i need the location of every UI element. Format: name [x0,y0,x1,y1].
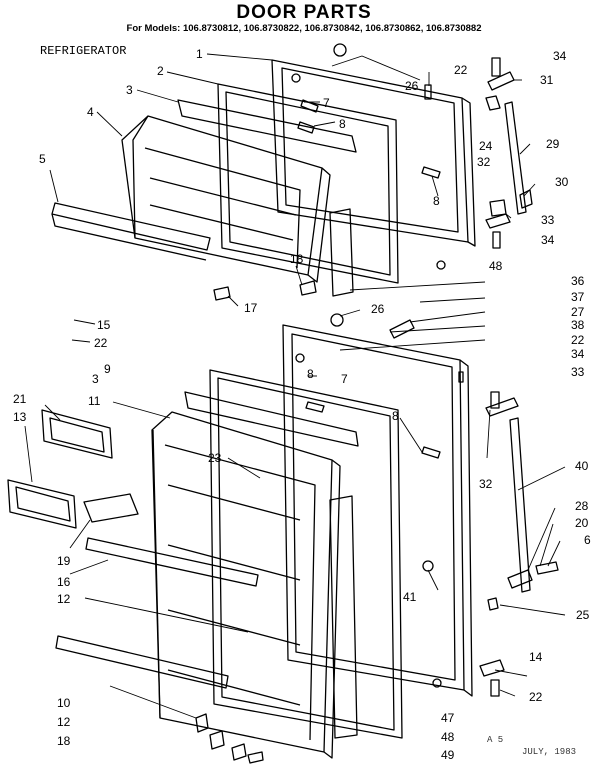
freezer-outer-door-panel [271,59,476,247]
callout-label: 4 [87,105,94,119]
callout-label: 27 [571,305,585,319]
callout-label: 15 [97,318,111,332]
callout-label: 16 [57,575,71,589]
callout-label: 40 [575,459,589,473]
callout-label: 26 [405,79,419,93]
callout-label: 26 [371,302,385,316]
drawing-stamp-date: JULY, 1983 [522,747,577,757]
callout-label: 8 [392,409,399,423]
callout-label: 22 [571,333,585,347]
callout-label: 21 [13,392,27,406]
callout-label: 34 [571,347,585,361]
callout-label: 32 [477,155,491,169]
model-numbers: For Models: 106.8730812, 106.8730822, 10… [126,23,482,34]
callout-label: 38 [571,318,585,332]
callout-label: 30 [555,175,569,189]
fresh-food-door-gasket [209,369,403,739]
callout-label: 22 [529,690,543,704]
callout-label: 36 [571,274,585,288]
drawing-stamp-code: A 5 [487,735,504,745]
callout-label: 25 [576,608,590,622]
door-bottom-parts [195,713,264,764]
callout-label: 48 [489,259,503,273]
callout-label: 23 [208,451,222,465]
fresh-food-hinge-parts [295,313,464,688]
callout-label: 5 [39,152,46,166]
page-title: DOOR PARTS [236,2,372,23]
callout-label: 32 [479,477,493,491]
freezer-trim-strip [329,208,354,297]
fresh-food-inner-liner [151,411,341,759]
freezer-door-gasket [217,83,399,284]
callout-label: 18 [290,252,304,266]
callout-label: 28 [575,499,589,513]
callout-label: 34 [541,233,555,247]
callout-label: 22 [454,63,468,77]
fresh-food-outer-door-panel [282,324,473,697]
fresh-food-shelf-rails [55,537,259,689]
callout-label: 8 [339,117,346,131]
callout-label: 48 [441,730,455,744]
callout-label: 8 [307,367,314,381]
callout-label: 20 [575,516,589,530]
callout-label: 11 [88,394,101,408]
callout-label: 17 [244,301,258,315]
callout-label: 37 [571,290,585,304]
callout-leader-lines [24,53,566,719]
callout-label: 2 [157,64,164,78]
callout-label: 19 [57,554,71,568]
fresh-food-trim-strip [329,495,358,739]
dairy-door-and-bins [7,409,139,529]
fresh-food-breaker-strip [184,391,359,447]
callout-label: 12 [57,592,71,606]
callout-label: 3 [126,83,133,97]
callout-label: 7 [323,96,330,110]
callout-label: 47 [441,711,455,725]
callout-label: 14 [529,650,543,664]
callout-label: 7 [341,372,348,386]
callout-label: 6 [584,533,591,547]
callout-label: 8 [433,194,440,208]
callout-label: 13 [13,410,27,424]
callout-label: 33 [541,213,555,227]
callout-label: 1 [196,47,203,61]
callout-label: 9 [104,362,111,376]
callout-label: 31 [540,73,554,87]
callout-label: 24 [479,139,493,153]
freezer-hinge-parts [213,43,446,301]
callout-label: 41 [403,590,417,604]
section-label: REFRIGERATOR [40,44,127,58]
callout-label: 49 [441,748,455,762]
callout-label: 22 [94,336,108,350]
callout-label: 12 [57,715,71,729]
callout-label: 3 [92,372,99,386]
callout-label: 33 [571,365,585,379]
callout-label: 34 [553,49,567,63]
callout-label: 18 [57,734,71,748]
freezer-shelf-rail [51,202,211,261]
freezer-breaker-strip [177,99,357,153]
freezer-inner-liner [121,115,331,283]
callout-label: 29 [546,137,560,151]
callout-label: 10 [57,696,71,710]
